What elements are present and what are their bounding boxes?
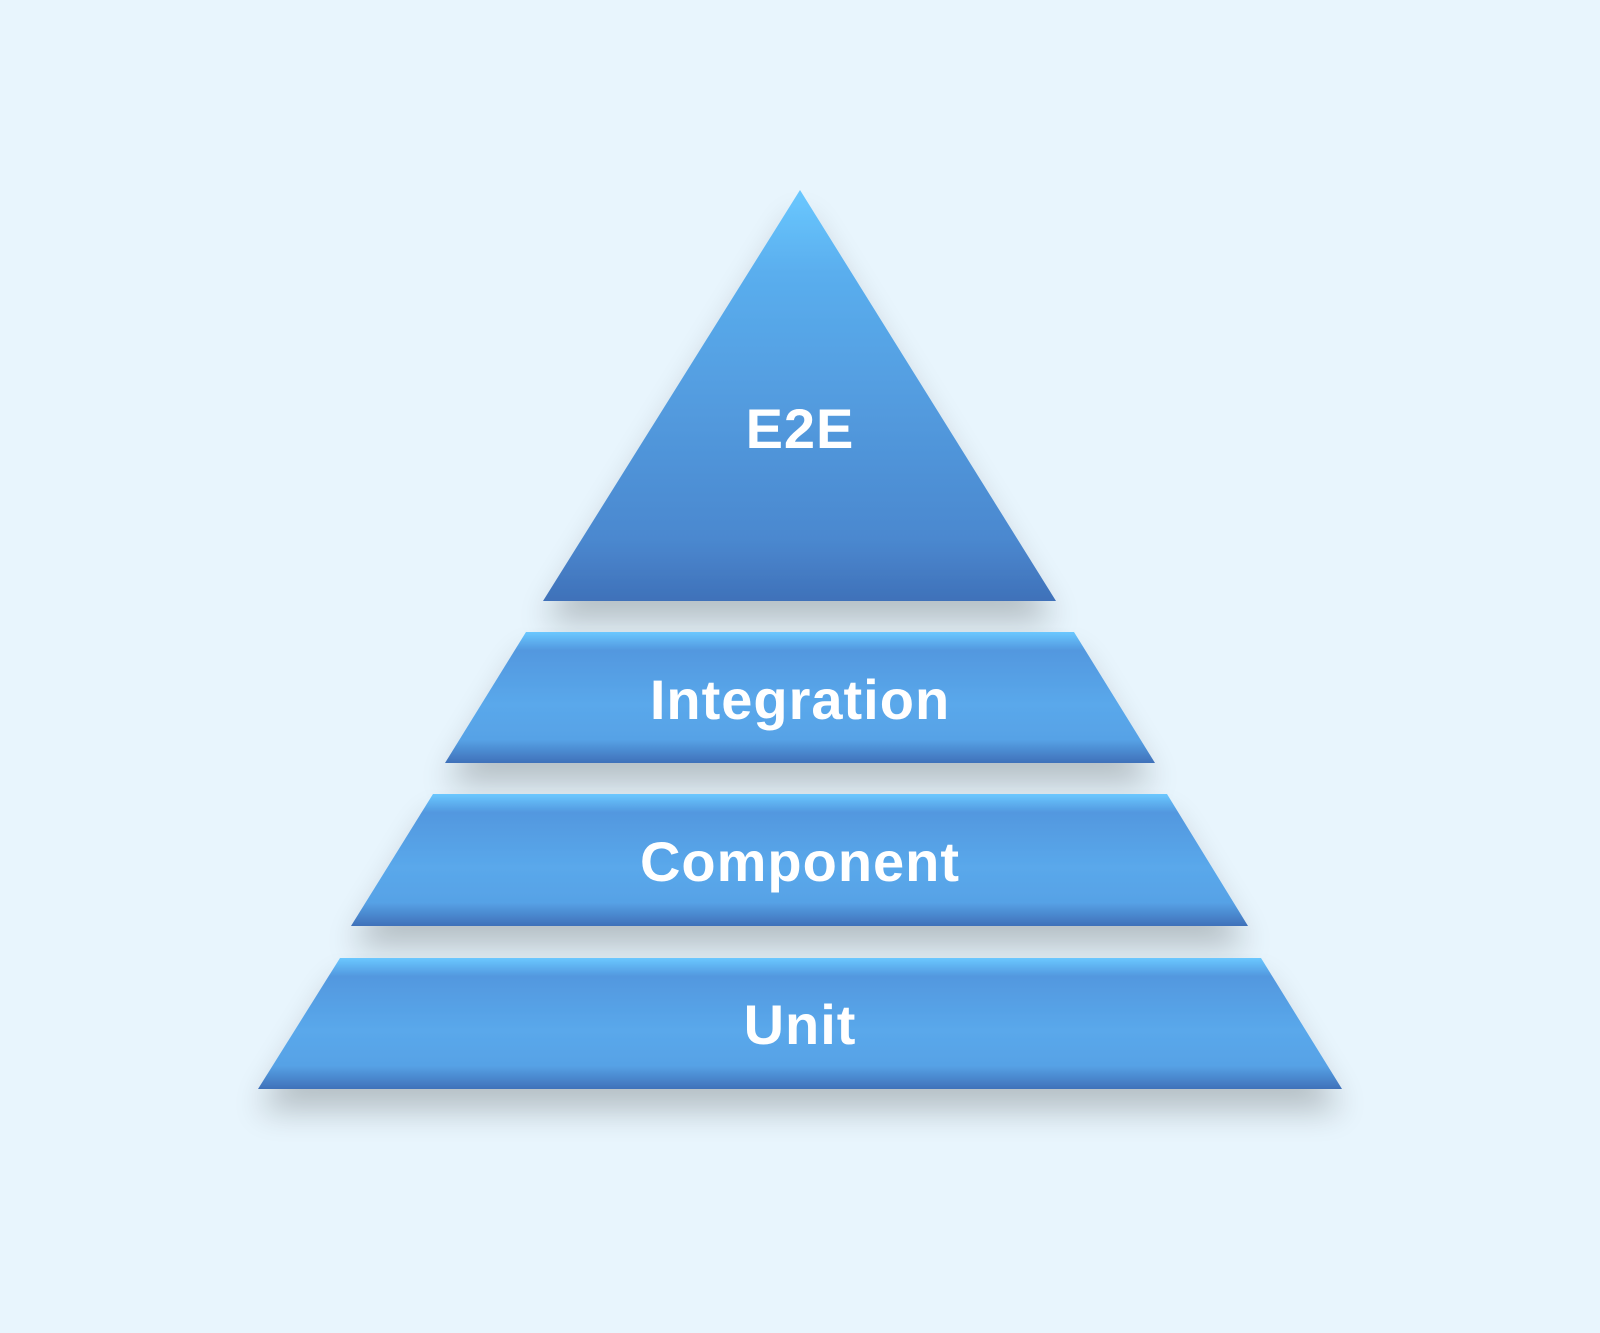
tier-component: Component (351, 794, 1248, 926)
tier-component-shape (351, 794, 1248, 926)
tier-e2e: E2E (543, 190, 1056, 601)
tier-unit-label: Unit (744, 993, 857, 1056)
tier-integration-shape (445, 632, 1155, 763)
tier-unit: Unit (258, 958, 1342, 1089)
tier-integration: Integration (445, 632, 1155, 763)
tier-unit-shape (258, 958, 1342, 1089)
tier-e2e-shape (543, 190, 1056, 601)
tier-component-label: Component (640, 830, 960, 893)
tier-e2e-label: E2E (746, 397, 855, 460)
tier-integration-label: Integration (650, 668, 950, 731)
